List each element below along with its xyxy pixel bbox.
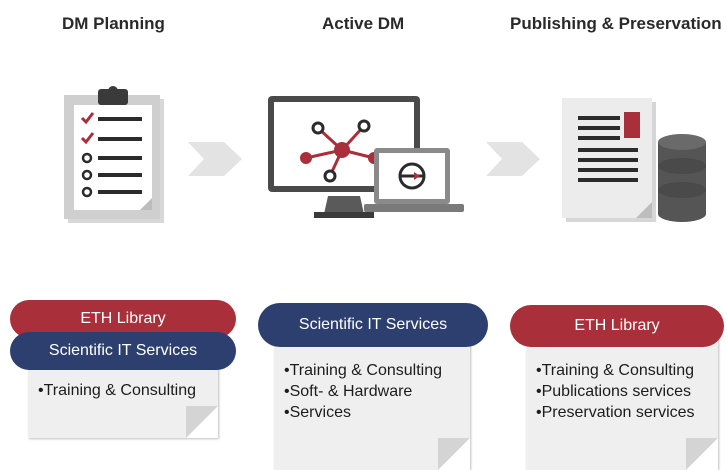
list-item: Preservation services [536,402,718,423]
list-item: Soft- & Hardware [284,381,470,402]
scientific-it-services-label: Scientific IT Services [258,303,488,347]
list-item: Training & Consulting [284,360,470,381]
monitor-laptop-network-icon [268,96,464,218]
planning-services-note: Training & Consulting [28,360,218,438]
page-fold [186,406,218,438]
scientific-it-services-label: Scientific IT Services [10,332,236,370]
chevron-arrow-icon [486,142,540,176]
chevron-arrow-icon [188,142,242,176]
page-fold [438,438,470,470]
list-item: Publications services [536,381,718,402]
eth-library-label: ETH Library [10,300,236,338]
clipboard-checklist-icon [64,86,164,223]
stage-title-publishing: Publishing & Preservation [510,14,722,33]
list-item: Services [284,402,470,423]
list-item: Training & Consulting [536,360,718,381]
page-fold [686,438,718,470]
document-database-icon [562,98,706,222]
list-item: Training & Consulting [38,380,218,401]
stage-title-dm-planning: DM Planning [62,14,165,33]
eth-library-label: ETH Library [510,305,724,347]
stage-title-active-dm: Active DM [322,14,405,33]
